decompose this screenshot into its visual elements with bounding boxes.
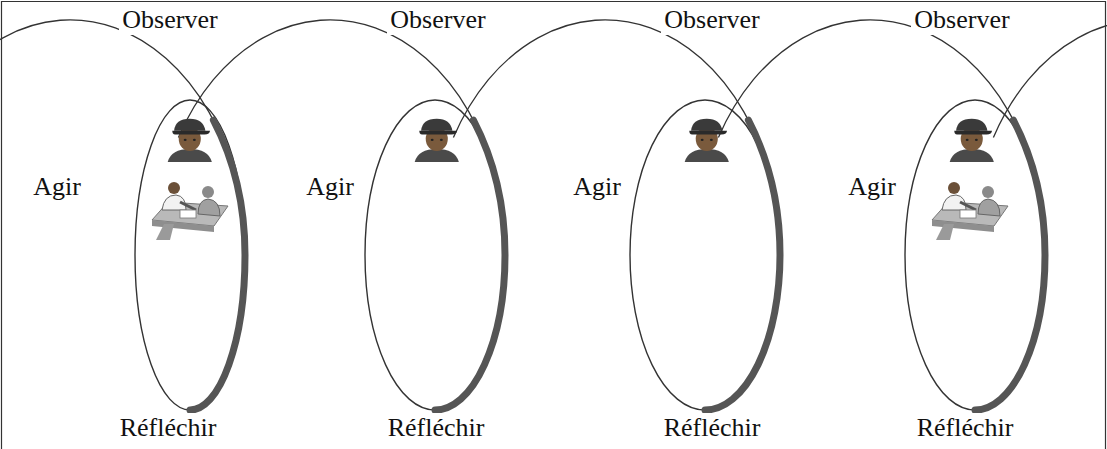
stage-label-bottom: Réfléchir	[117, 413, 220, 443]
stage-label-top: Observer	[387, 5, 488, 35]
stage-label-bottom: Réfléchir	[914, 413, 1017, 443]
stage-label-left: Agir	[303, 172, 357, 202]
stage-label-left: Agir	[845, 172, 899, 202]
spiral-loop: ObserverAgirRéfléchir	[550, 0, 820, 449]
stage-label-top: Observer	[661, 5, 762, 35]
stage-label-bottom: Réfléchir	[385, 413, 488, 443]
stage-label-top: Observer	[911, 5, 1012, 35]
spiral-loop: ObserverAgirRéfléchir	[820, 0, 1095, 449]
stage-label-bottom: Réfléchir	[661, 413, 764, 443]
stage-label-left: Agir	[30, 172, 84, 202]
spiral-loop: ObserverAgirRéfléchir	[10, 0, 270, 449]
stage-label-top: Observer	[119, 5, 220, 35]
spiral-loop: ObserverAgirRéfléchir	[280, 0, 550, 449]
stage-label-left: Agir	[570, 172, 624, 202]
